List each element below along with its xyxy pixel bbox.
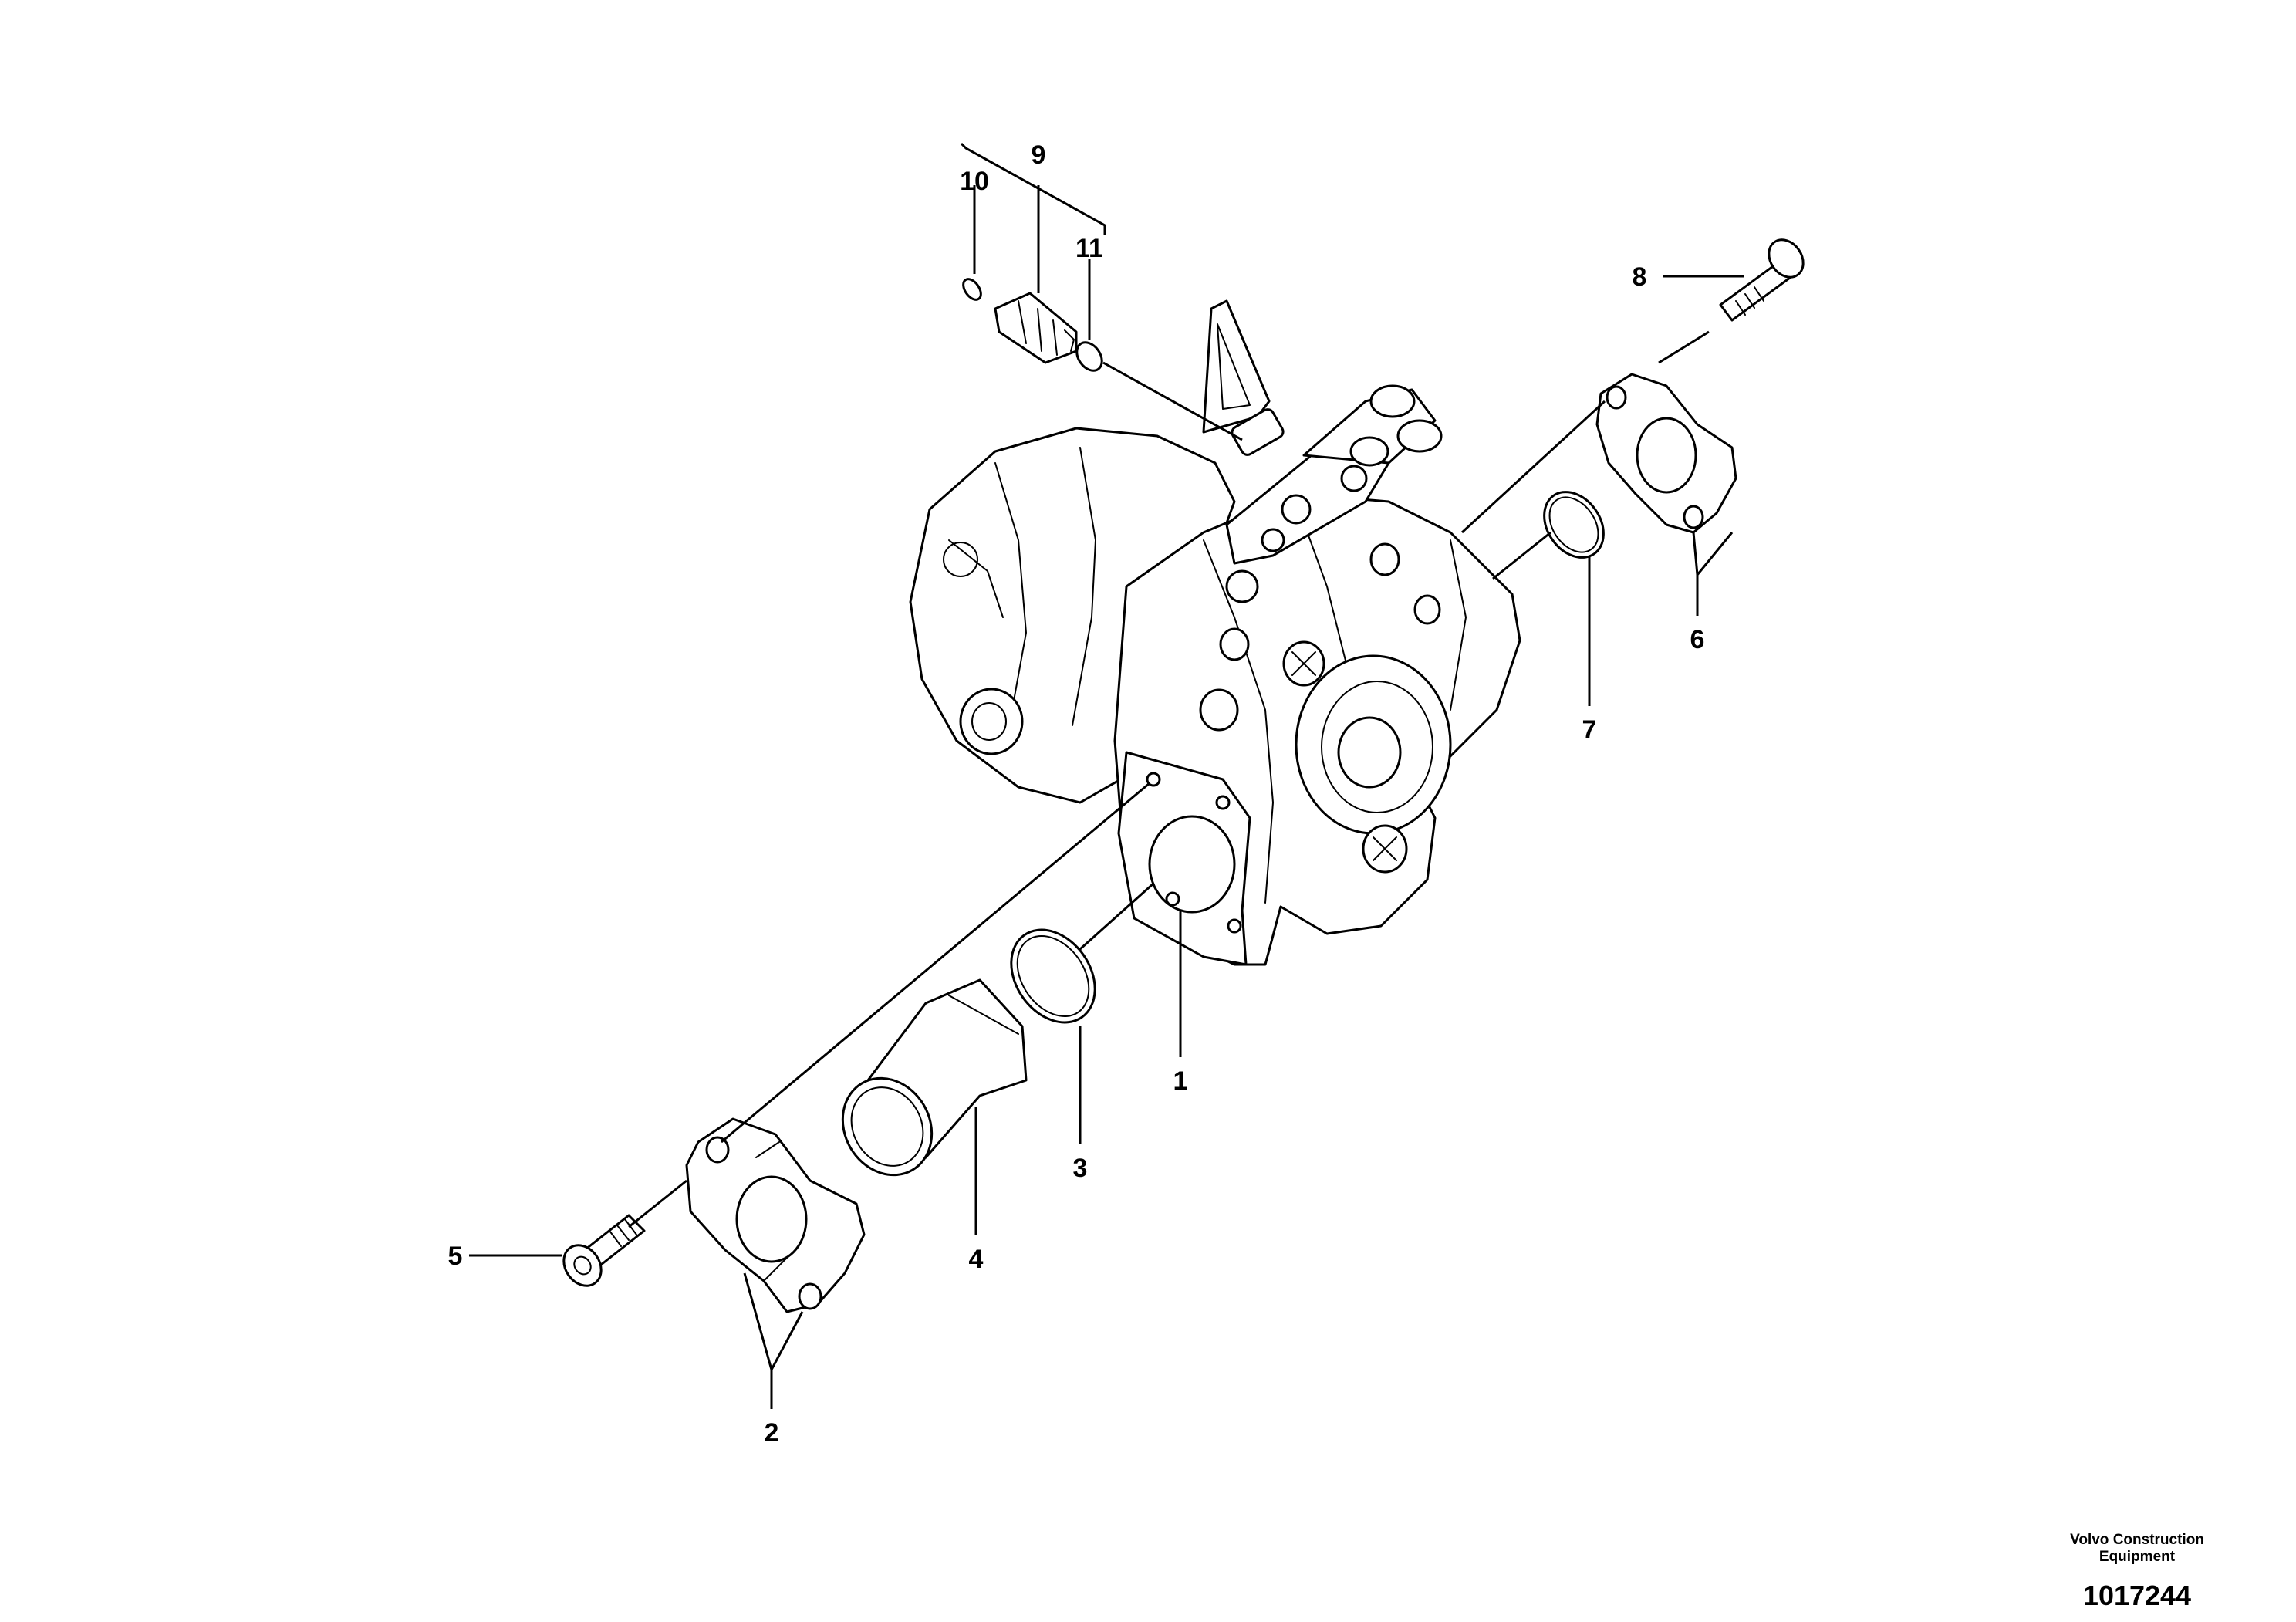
o-ring-upper-inner [1548,496,1599,553]
callout-7: 7 [1582,715,1597,745]
callout-1: 1 [1173,1066,1188,1096]
leader-lines [469,142,1744,1409]
company-name-line1: Volvo Construction [2070,1532,2204,1548]
cap-screw-lower [562,1214,646,1287]
o-ring-lower-inner [1016,934,1090,1018]
company-name-line2: Equipment [2098,1549,2176,1565]
split-flange-upper [1595,373,1737,534]
callout-10: 10 [960,167,989,196]
o-ring-small-11 [1075,341,1103,372]
callout-5: 5 [448,1242,463,1271]
callout-labels: 1 2 3 4 5 6 7 8 9 10 11 [448,140,1705,1448]
split-flange-lower [685,1117,866,1313]
o-ring-upper [1543,491,1605,559]
callout-6: 6 [1690,625,1705,654]
company-name: Volvo Construction Equipment [2021,1532,2253,1566]
callout-11: 11 [1075,234,1103,263]
cap-screw-upper [1719,238,1805,322]
title-block: Volvo Construction Equipment 1017244 [2021,1532,2253,1612]
pipe-sleeve [841,978,1028,1177]
o-ring-small-10 [962,278,982,301]
callout-3: 3 [1073,1154,1088,1183]
adapter-fitting [994,292,1078,364]
callout-8: 8 [1633,262,1647,292]
callout-2: 2 [765,1418,779,1448]
drawing-number: 1017244 [2082,1580,2192,1611]
callout-9: 9 [1032,140,1046,170]
hydraulic-pump [909,299,1521,966]
callout-4: 4 [969,1245,984,1274]
